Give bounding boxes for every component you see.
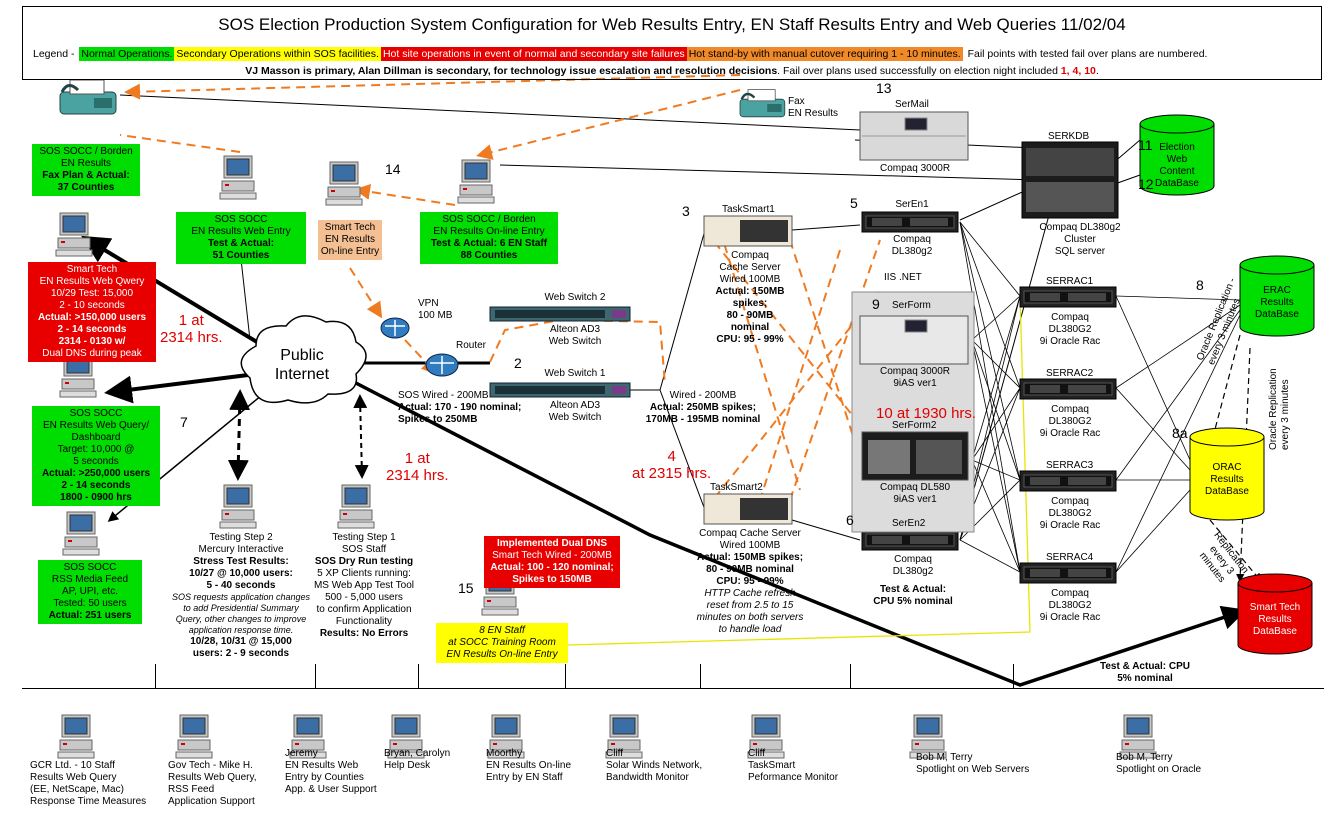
escalation-note: VJ Masson is primary, Alan Dillman is se… <box>245 65 1099 77</box>
legend-prefix: Legend - <box>33 48 75 60</box>
serrac2-title: SERRAC2 <box>1046 368 1094 379</box>
legend-fail-points: Fail points with tested fail over plans … <box>967 48 1208 60</box>
sermail-title: SerMail <box>895 99 929 110</box>
fail-point-10: 10 at 1930 hrs. <box>876 405 977 422</box>
fail-point-12: 12 <box>1138 176 1154 192</box>
bottom-divider <box>22 688 1324 689</box>
web-switch2-label: Web Switch 2 <box>544 292 606 303</box>
seren1-label: SerEn1 <box>895 199 929 210</box>
legend-hot-standby: Hot stand-by with manual cutover requiri… <box>686 47 963 61</box>
iis-label: IIS .NET <box>884 272 922 283</box>
fail-point-7: 7 <box>180 414 188 430</box>
fail-point-9: 9 <box>872 296 880 312</box>
page-title: SOS Election Production System Configura… <box>218 15 1126 34</box>
legend-hot-site: Hot site operations in event of normal a… <box>380 47 687 61</box>
tasksmart1-title: TaskSmart1 <box>722 204 775 215</box>
fail-point-14: 14 <box>385 161 401 177</box>
fail-point-11: 11 <box>1138 137 1153 153</box>
divider-tick <box>315 664 316 688</box>
web-switch1-label: Web Switch 1 <box>544 368 606 379</box>
serrac4-title: SERRAC4 <box>1046 552 1094 563</box>
serform2-title: SerForm2 <box>892 420 937 431</box>
fail-point-15: 15 <box>458 580 474 596</box>
fail-point-8a: 8a <box>1172 425 1188 441</box>
divider-tick <box>418 664 419 688</box>
serkdb-title: SERKDB <box>1048 131 1090 142</box>
seren2-title: SerEn2 <box>892 518 926 529</box>
tasksmart2-title: TaskSmart2 <box>710 482 763 493</box>
fail-point-3: 3 <box>682 203 690 219</box>
staff-govtech: Gov Tech - Mike H.Results Web Query,RSS … <box>168 760 257 807</box>
sermail-model: Compaq 3000R <box>880 163 951 174</box>
router-label: Router <box>456 340 487 351</box>
legend-secondary: Secondary Operations within SOS faciliti… <box>174 47 381 61</box>
divider-tick <box>565 664 566 688</box>
divider-tick <box>700 664 701 688</box>
serrac3-title: SERRAC3 <box>1046 460 1094 471</box>
header-box: SOS Election Production System Configura… <box>22 6 1322 80</box>
legend-normal: Normal Operations. <box>79 47 175 61</box>
divider-tick <box>155 664 156 688</box>
fail-point-5: 5 <box>850 195 858 211</box>
fail-point-6: 6 <box>846 512 854 528</box>
serrac1-title: SERRAC1 <box>1046 276 1094 287</box>
legend: Legend - Normal Operations.Secondary Ope… <box>31 47 1321 61</box>
fail-point-2: 2 <box>514 355 522 371</box>
serform-title: SerForm <box>892 300 931 311</box>
fail-point-13: 13 <box>876 80 892 96</box>
divider-tick <box>850 664 851 688</box>
divider-tick <box>1013 664 1014 688</box>
fail-point-8: 8 <box>1196 277 1204 293</box>
